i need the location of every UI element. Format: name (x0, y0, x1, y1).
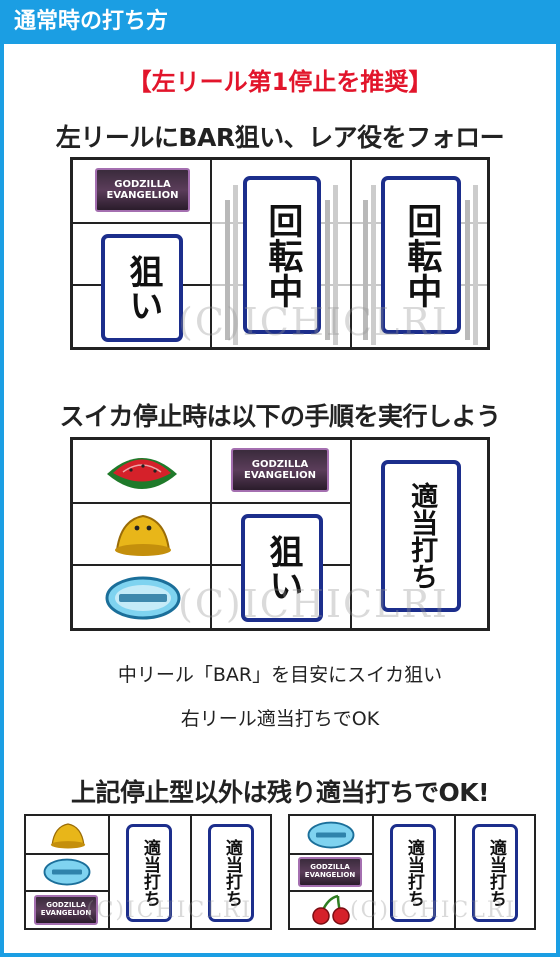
section1-heading: 左リールにBAR狙い、レア役をフォロー (55, 123, 505, 152)
instruction-right-reel: 右リール適当打ちでOK (180, 708, 380, 730)
copyright-watermark: (C)ICHICLRI (350, 898, 517, 923)
middle-reel-target-card: 狙い (241, 514, 323, 622)
bell-icon (46, 820, 90, 850)
section2-heading: スイカ停止時は以下の手順を実行しよう (59, 402, 501, 431)
middle-reel-action-card: 適当打ち (390, 824, 436, 922)
copyright-watermark: (C)ICHICLRI (178, 582, 449, 626)
watermelon-icon (101, 446, 183, 496)
right-reel-action-card: 適当打ち (381, 460, 461, 612)
section3-heading: 上記停止型以外は残り適当打ちでOK! (70, 778, 490, 807)
page-title: 通常時の打ち方 (0, 0, 560, 44)
middle-reel-spinning-card: 回転中 (243, 176, 321, 334)
copyright-watermark: (C)ICHICLRI (178, 300, 449, 344)
instruction-middle-reel: 中リール「BAR」を目安にスイカ狙い (117, 664, 443, 686)
left-reel-target-card: 狙い (101, 234, 183, 342)
cherry-icon (308, 894, 354, 926)
copyright-watermark: (C)ICHICLRI (86, 898, 253, 923)
recommendation-text: 【左リール第1停止を推奨】 (127, 68, 433, 96)
right-reel-action-card: 適当打ち (208, 824, 254, 922)
replay-icon (103, 574, 183, 622)
replay-icon (304, 820, 358, 850)
right-reel-spinning-card: 回転中 (381, 176, 461, 334)
replay-icon (40, 857, 94, 887)
middle-reel-action-card: 適当打ち (126, 824, 172, 922)
right-reel-action-card: 適当打ち (472, 824, 518, 922)
bell-icon (107, 510, 179, 558)
